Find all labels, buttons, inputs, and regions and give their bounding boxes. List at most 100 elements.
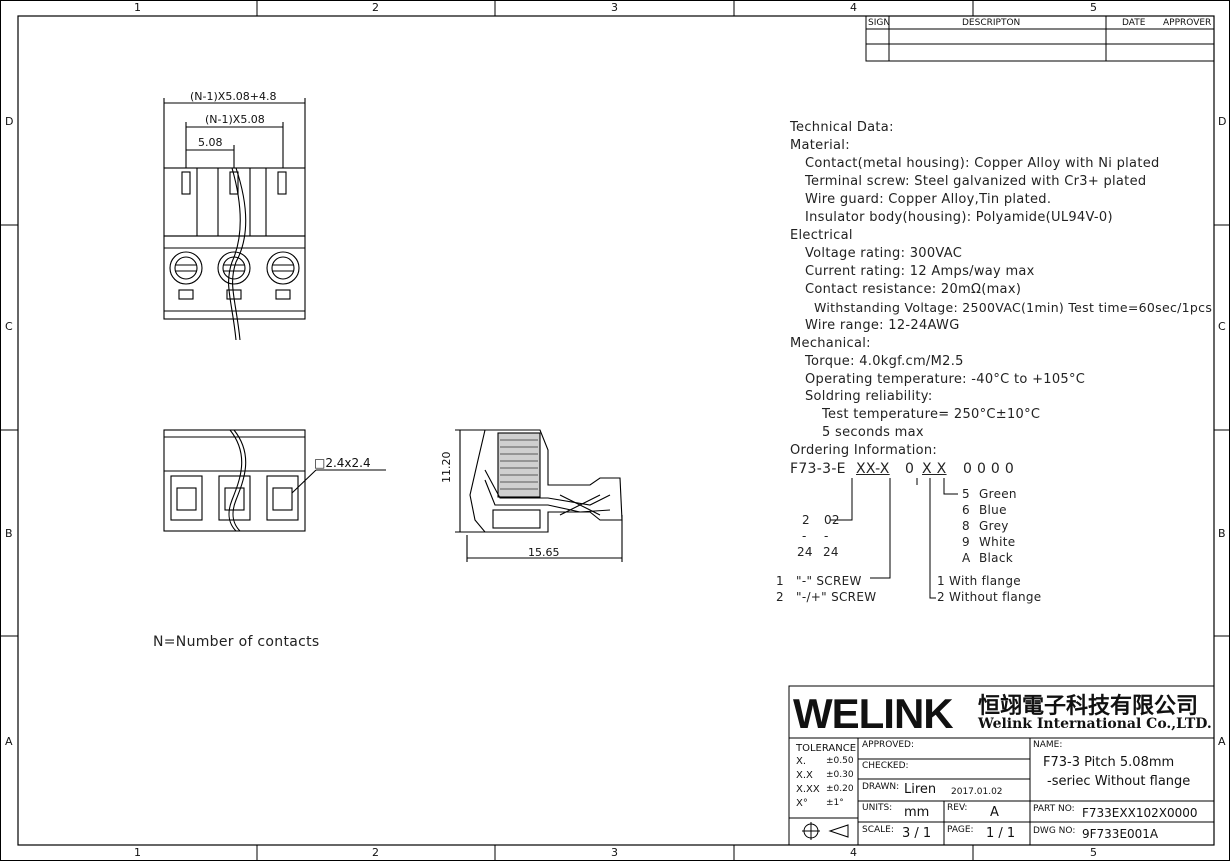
- tech-torque: Torque: 4.0kgf.cm/M2.5: [805, 354, 964, 369]
- col-label-4: 4: [850, 1, 857, 14]
- tech-wire-range: Wire range: 12-24AWG: [805, 318, 960, 333]
- name-line-1: F73-3 Pitch 5.08mm: [1043, 755, 1175, 770]
- row-label-b-right: B: [1218, 527, 1226, 540]
- page-value: 1 / 1: [986, 826, 1016, 841]
- order-flange-1: 1 With flange: [937, 574, 1021, 588]
- ordering-connectors: [830, 478, 958, 599]
- tech-voltage: Voltage rating: 300VAC: [805, 246, 963, 261]
- tech-op-temp: Operating temperature: -40°C to +105°C: [805, 372, 1086, 387]
- tech-withstanding: Withstanding Voltage: 2500VAC(1min) Test…: [814, 300, 1213, 315]
- tech-electrical: Electrical: [790, 228, 853, 243]
- tolerance-label: TOLERANCE: [796, 743, 857, 754]
- order-prefix: F73-3-E: [790, 461, 846, 477]
- color-code-5: 5: [962, 487, 970, 501]
- tech-seconds: 5 seconds max: [822, 425, 924, 440]
- row-label-d-right: D: [1218, 115, 1227, 128]
- dwg-no-label: DWG NO:: [1033, 826, 1076, 836]
- name-label: NAME:: [1033, 740, 1063, 750]
- color-name-blue: Blue: [979, 503, 1007, 517]
- col-label-1: 1: [134, 1, 141, 14]
- units-label: UNITS:: [862, 803, 893, 813]
- scale-label: SCALE:: [862, 825, 894, 835]
- color-name-white: White: [979, 535, 1016, 549]
- order-suffix: 0 0 0 0: [963, 461, 1015, 477]
- side-view-drawing: [455, 429, 623, 562]
- contacts-note: N=Number of contacts: [153, 634, 320, 650]
- color-name-grey: Grey: [979, 519, 1009, 533]
- col-label-1-bottom: 1: [134, 846, 141, 859]
- dim-square-label: □2.4x2.4: [314, 456, 371, 470]
- order-pos-dash-2: -: [824, 529, 829, 543]
- tech-title: Technical Data:: [790, 120, 894, 135]
- order-screw-2-code: 2: [776, 590, 784, 604]
- tol-deg-value: ±1°: [826, 798, 844, 808]
- title-block-lines: [788, 685, 1215, 846]
- drawn-label: DRAWN:: [862, 782, 900, 792]
- order-screw-1-code: 1: [776, 574, 784, 588]
- part-no-label: PART NO:: [1033, 804, 1075, 814]
- tech-mechanical: Mechanical:: [790, 336, 871, 351]
- tech-material: Material:: [790, 138, 850, 153]
- tech-resistance: Contact resistance: 20mΩ(max): [805, 282, 1022, 297]
- tech-soldering: Soldring reliability:: [805, 389, 933, 404]
- rev-value: A: [990, 805, 999, 820]
- approved-label: APPROVED:: [862, 740, 914, 750]
- bottom-view-drawing: [163, 429, 386, 532]
- row-label-d: D: [5, 115, 14, 128]
- order-flange-color: X X: [922, 461, 947, 477]
- rev-header-sign: SIGN: [868, 18, 891, 28]
- dim-pitch-sum-label: (N-1)X5.08: [205, 113, 265, 126]
- tol-xxx-value: ±0.20: [826, 784, 854, 794]
- tech-insulator: Insulator body(housing): Polyamide(UL94V…: [805, 210, 1113, 225]
- col-label-3-bottom: 3: [611, 846, 618, 859]
- color-code-6: 6: [962, 503, 970, 517]
- col-label-4-bottom: 4: [850, 846, 857, 859]
- page-label: PAGE:: [947, 825, 974, 835]
- tol-xx-label: X.X: [796, 770, 813, 781]
- dim-length-label: 15.65: [528, 546, 560, 559]
- color-code-9: 9: [962, 535, 970, 549]
- col-label-2: 2: [372, 1, 379, 14]
- col-label-3: 3: [611, 1, 618, 14]
- order-screw-2: "-/+" SCREW: [796, 590, 877, 604]
- color-name-black: Black: [979, 551, 1013, 565]
- scale-value: 3 / 1: [902, 826, 932, 841]
- rev-label: REV:: [947, 803, 968, 813]
- rev-header-description: DESCRIPTON: [962, 18, 1021, 28]
- col-label-5-bottom: 5: [1090, 846, 1097, 859]
- row-label-c-right: C: [1218, 320, 1226, 333]
- tech-test-temp: Test temperature= 250°C±10°C: [822, 407, 1041, 422]
- col-label-2-bottom: 2: [372, 846, 379, 859]
- color-code-a: A: [962, 551, 971, 565]
- tol-xx-value: ±0.30: [826, 770, 854, 780]
- row-label-a: A: [5, 735, 13, 748]
- row-label-b: B: [5, 527, 13, 540]
- order-screw-1: "-" SCREW: [796, 574, 862, 588]
- tech-ordering: Ordering Information:: [790, 443, 938, 458]
- front-view-drawing: [163, 98, 306, 341]
- tol-deg-label: X°: [796, 798, 808, 809]
- tech-contact: Contact(metal housing): Copper Alloy wit…: [805, 156, 1160, 171]
- units-value: mm: [904, 805, 930, 820]
- dim-overall-label: (N-1)X5.08+4.8: [190, 90, 277, 103]
- color-name-green: Green: [979, 487, 1017, 501]
- part-no-value: F733EXX102X0000: [1082, 806, 1198, 820]
- tol-x-value: ±0.50: [826, 756, 854, 766]
- tech-current: Current rating: 12 Amps/way max: [805, 264, 1035, 279]
- tol-x-label: X.: [796, 756, 807, 767]
- rev-header-date: DATE: [1122, 18, 1146, 28]
- color-code-8: 8: [962, 519, 970, 533]
- row-label-a-right: A: [1218, 735, 1226, 748]
- order-pos-to: 24: [797, 545, 813, 559]
- welink-logo: WELINK: [793, 690, 954, 737]
- drawn-by: Liren: [904, 782, 937, 797]
- row-label-c: C: [5, 320, 13, 333]
- order-pos-to-code: 24: [823, 545, 839, 559]
- dim-height-label: 11.20: [440, 451, 453, 484]
- order-pos-dash: -: [802, 529, 807, 543]
- order-pos-from-code: 02: [824, 513, 840, 527]
- col-label-5: 5: [1090, 1, 1097, 14]
- order-pos-from: 2: [802, 513, 810, 527]
- name-line-2: -seriec Without flange: [1047, 774, 1191, 789]
